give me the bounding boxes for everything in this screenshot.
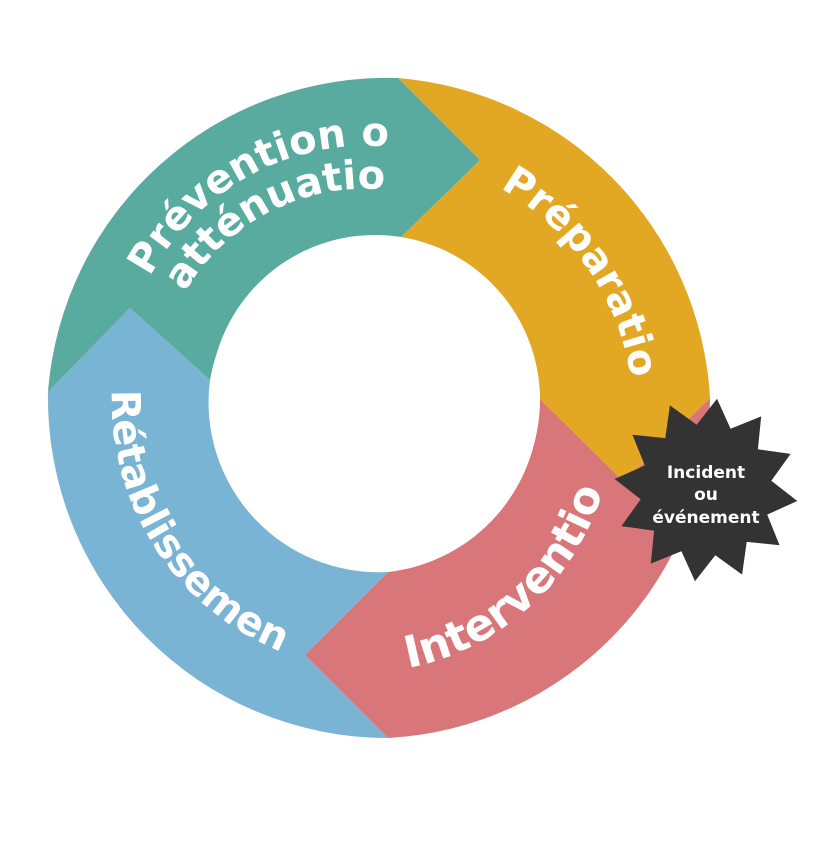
incident-label-line1: Incident <box>667 463 745 483</box>
incident-label-line2: ou <box>694 485 718 505</box>
center-hole <box>210 235 540 565</box>
segment-intervention <box>305 398 711 738</box>
segment-prevention <box>48 77 480 392</box>
segment-retablissement <box>47 308 388 738</box>
incident-label-line3: événement <box>652 508 759 528</box>
segment-preparation <box>398 78 710 482</box>
incident-burst-icon <box>614 398 798 582</box>
